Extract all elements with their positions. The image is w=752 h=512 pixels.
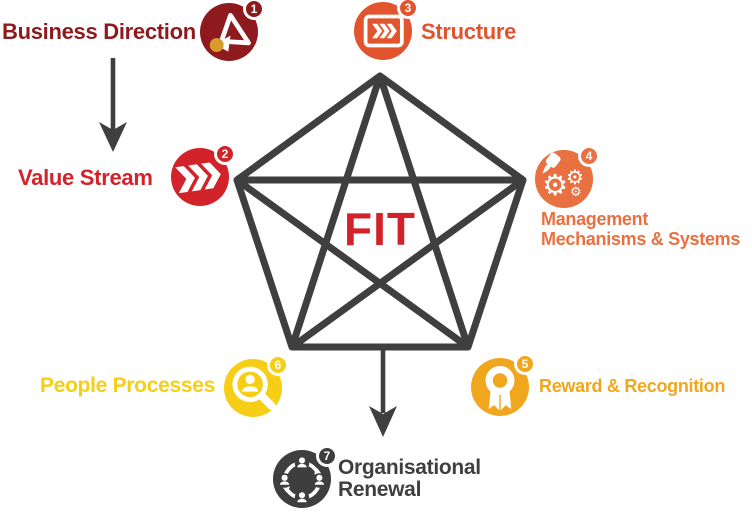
label-organisational-renewal: Organisational Renewal	[338, 456, 481, 502]
center-fit-label: FIT	[344, 203, 416, 255]
label-value-stream: Value Stream	[18, 165, 153, 190]
gears-oilcan-icon: ⚙	[542, 168, 568, 202]
number-badge: 7	[316, 445, 338, 467]
label-reward-recognition: Reward & Recognition	[539, 376, 726, 396]
number-badge: 3	[397, 0, 419, 19]
label-management-mechanisms: Management Mechanisms & Systems	[541, 209, 741, 250]
arrow-business-to-valuestream	[99, 58, 127, 152]
node-structure: 3	[354, 0, 419, 60]
number-badge: 1	[243, 0, 265, 20]
number-badge: 2	[214, 143, 236, 165]
gear-icon: ⚙	[566, 165, 584, 189]
node-business-direction: 1	[200, 0, 265, 61]
pentagram-diagonal	[288, 74, 384, 349]
node-people-processes: 6	[224, 354, 289, 417]
label-structure: Structure	[421, 19, 517, 44]
label-people-processes: People Processes	[40, 374, 215, 397]
node-reward-recognition: 5	[471, 353, 536, 416]
node-organisational-renewal: 7	[273, 445, 338, 508]
number-badge: 4	[578, 145, 600, 167]
pentagram-diagonal	[289, 177, 526, 350]
award-rosette-icon	[485, 365, 515, 411]
oil-can-icon	[542, 152, 561, 174]
pentagram-diagonal	[234, 177, 471, 350]
label-business-direction: Business Direction	[2, 19, 196, 44]
renewal-cycle-icon	[277, 455, 327, 506]
node-value-stream: 2	[171, 143, 236, 206]
pentagram-diagonal	[376, 74, 472, 349]
pentagon-outline	[233, 72, 527, 351]
number-badge: 6	[267, 354, 289, 376]
route-triangle-icon	[209, 13, 251, 53]
person-magnifier-icon	[232, 366, 276, 411]
framed-chevron-icon	[363, 14, 404, 48]
triple-chevron-icon	[175, 162, 221, 194]
gear-icon: ⚙	[570, 185, 582, 200]
node-management-mechanisms: ⚙ ⚙ ⚙ 4	[535, 145, 600, 208]
number-badge: 5	[514, 353, 536, 375]
arrow-pentagon-to-renewal	[369, 347, 397, 437]
